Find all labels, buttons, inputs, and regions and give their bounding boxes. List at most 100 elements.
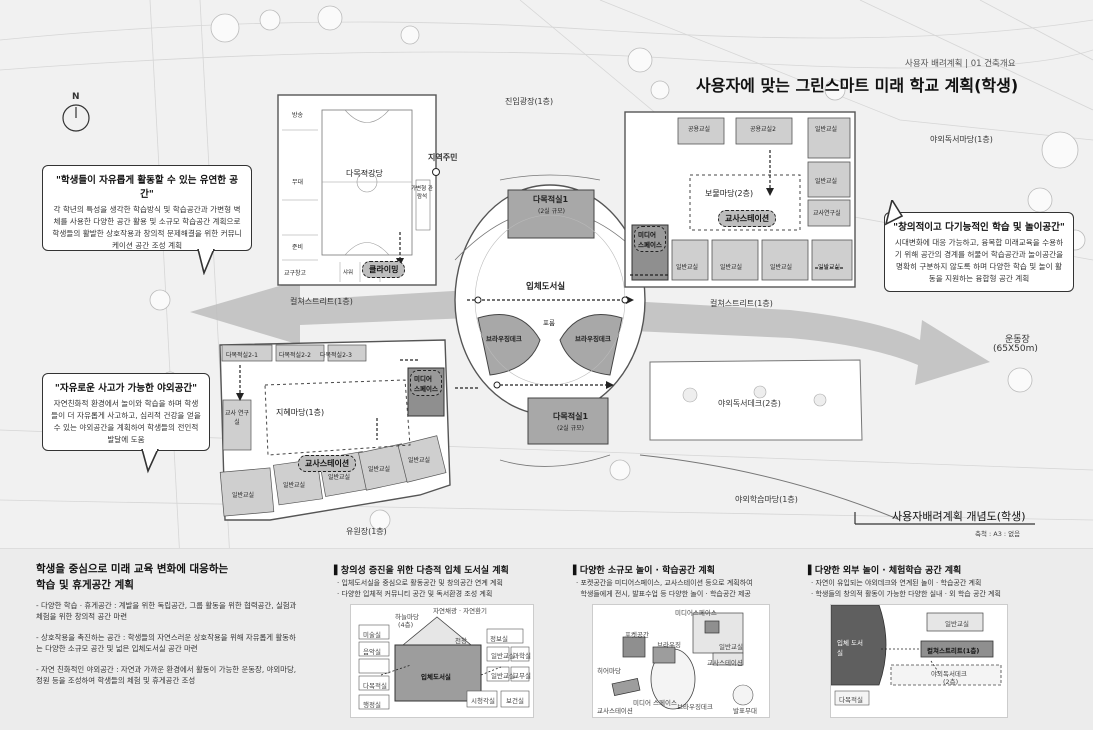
diagram-caption-title: 사용자배려계획 개념도(학생) [892,510,1026,523]
section1-line1: · 입체도서실을 중심으로 활동공간 및 창의공간 연계 계획 [337,579,503,587]
room-class-l4: 일반교실 [368,466,391,473]
room-broadcast: 방송 [292,112,304,119]
bubble-creative-title: "창의적이고 다기능적인 학습 및 놀이공간" [893,222,1065,233]
mini-library-svg [358,616,530,710]
mini2-teacher2: 교사스테이션 [597,707,633,715]
room-wisdom: 지혜마당(1층) [276,408,325,417]
bubble-creative-space: "창의적이고 다기능적인 학습 및 놀이공간" 시대변화에 대응 가능하고, 융… [884,212,1074,292]
room-browsing2: 브라우징데크 [575,335,611,343]
room-browsing1: 브라우징데크 [486,335,522,343]
mini1-sky: 하늘마당 [395,613,419,621]
mini1-multi: 다목적실 [363,682,387,690]
label-outdoor-deck: 야외독서데크(2층) [718,399,781,408]
mini1-class2: 일반교실 [491,672,515,680]
room-storage: 교구창고 [284,270,307,277]
bubble-outdoor-title: "자유로운 사고가 가능한 야외공간" [54,383,198,394]
bubble-flexible-title: "학생들이 자유롭게 활동할 수 있는 유연한 공간" [55,175,239,200]
room-class-r2: 일반교실 [720,264,743,271]
mini-diagram-outdoor: 입체 도서실 일반교실 컬쳐스트리트(1층) 야외독서데크 (2층) 다목적실 [830,604,1008,718]
bullet-1: - 다양한 학습 · 휴게공간 : 계발을 위한 독립공간, 그룹 활동을 위한… [36,600,298,622]
room-common1: 공용교실 [688,126,711,133]
section3-line1: · 자연이 유입되는 야외데크와 연계된 놀이 · 학습공간 계획 [811,579,982,587]
room-multi22: 다목적실2-2 [279,352,311,359]
mini-pocket-svg [611,612,754,710]
mini2-class: 일반교실 [719,643,743,651]
flow-arrow-left [190,280,470,345]
bullet-2-text: 상호작용을 촉진하는 공간 : 학생들의 자연스러운 상호작용을 위해 자유롭게… [36,633,296,653]
mini2-hall: 히어마당 [597,667,621,675]
mini3-street: 컬쳐스트리트(1층) [927,647,980,655]
mini1-sky-floor: (4층) [398,621,414,629]
bullet-3: - 자연 친화적인 야외공간 : 자연과 가까운 환경에서 활동이 가능한 운동… [36,664,298,686]
mini3-multi: 다목적실 [839,696,863,704]
bullet-2: - 상호작용을 촉진하는 공간 : 학생들의 자연스러운 상호작용을 위해 자유… [36,632,298,654]
room-common2: 공용교실2 [750,126,776,133]
page-title: 사용자에 맞는 그린스마트 미래 학교 계획(학생) [696,76,1019,95]
room-class-l5: 일반교실 [408,457,431,464]
diagram-caption-scale: 축척 : A3 : 없음 [975,530,1021,538]
section1-title-text: 창의성 증진을 위한 다층적 입체 도서실 계획 [340,566,509,576]
room-treasure: 보물마당(2층) [705,189,754,198]
label-entrance-plaza: 진입광장(1층) [505,97,554,106]
section1-title: ▌창의성 증진을 위한 다층적 입체 도서실 계획 [334,563,509,576]
bubble-creative-body: 시대변화에 대응 가능하고, 융복합 미래교육을 수용하기 위해 공간의 경계를… [894,238,1064,283]
label-culture-street-right: 컬쳐스트리트(1층) [710,299,773,308]
mini2-browsing: 브라우징 [657,641,681,649]
room-class-g2: 일반교실 [815,178,838,185]
mini2-browse2: 브라우징데크 [677,703,713,711]
bubble-flexible-tail [197,249,215,275]
room-forum: 포룸 [543,319,555,327]
section3-marker: ▌ [808,566,815,576]
room-variable: 가변형 관람석 [411,186,433,200]
section3-title-text: 다양한 외부 놀이 · 체험학습 공간 계획 [814,566,962,576]
room-prep: 준비 [292,244,304,251]
room-class-r1: 일반교실 [676,264,699,271]
label-kindergarten: 유원장(1층) [346,527,387,536]
flow-arrow-right [610,300,990,385]
bubble-outdoor-space: "자유로운 사고가 가능한 야외공간" 자연친화적 환경에서 놀이와 학습을 하… [42,373,210,451]
room-class-r3: 일반교실 [770,264,793,271]
mini-outdoor-svg [831,605,1002,706]
room-media-bottom: 미디어 스페이스 [410,370,442,396]
room-teacher-lab: 교사 연구실 [225,410,249,426]
mini1-sci: 과학실 [513,652,531,660]
section2-title-text: 다양한 소규모 놀이 · 학습공간 계획 [579,566,715,576]
section1-marker: ▌ [334,566,341,576]
bullet-1-text: 다양한 학습 · 휴게공간 : 계발을 위한 독립공간, 그룹 활동을 위한 협… [36,601,297,621]
breadcrumb: 사용자 배려계획 | 01 건축개요 [905,59,1016,69]
room-multi-lower: 다목적실1 [553,412,589,421]
mini2-media2: 미디어 스페이스 [633,699,677,707]
bubble-outdoor-tail [141,449,159,474]
room-multi1: 다목적실1 [533,195,569,204]
section2-marker: ▌ [573,566,580,576]
room-class-l3: 일반교실 [328,474,351,481]
section2-title: ▌다양한 소규모 놀이 · 학습공간 계획 [573,563,715,576]
room-library: 입체도서실 [526,282,566,292]
room-multi23: 다목적실2-3 [320,352,352,359]
mini3-lib: 입체 도서실 [837,639,863,657]
mini-diagram-pocket: 미디어스페이스 포켓공간 교사스테이션 브라우징 일반교실 히어마당 미디어 스… [592,604,770,718]
label-culture-street-left: 컬쳐스트리트(1층) [290,297,353,306]
mini1-light: 자연채광 · 자연환기 [433,607,488,615]
room-locker1: 샤워 [343,270,354,276]
bottom-heading-line1: 학생을 중심으로 미래 교육 변화에 대응하는 [36,563,229,575]
mini2-teacher: 교사스테이션 [707,659,743,667]
bubble-outdoor-body: 자연친화적 환경에서 놀이와 학습을 하며 학생들이 더 자유롭게 사고하고, … [51,399,201,444]
mini1-office: 교무실 [513,672,531,680]
label-playground-size: (65X50m) [993,344,1038,354]
label-playground: 운동장 [1005,335,1030,345]
label-outdoor-reading: 야외독서마당(1층) [930,135,993,144]
mini3-class: 일반교실 [945,620,969,628]
mini1-ceiling: 천창 [455,637,467,645]
mini1-exp: 시청각실 [471,697,495,705]
mini3-deck-floor: (2층) [943,678,959,686]
room-stage: 무대 [292,179,304,186]
section3-title: ▌다양한 외부 놀이 · 체험학습 공간 계획 [808,563,961,576]
mini1-class1: 일반교실 [491,652,515,660]
mini1-health: 보건실 [506,697,524,705]
bottom-heading-line2: 학습 및 휴게공간 계획 [36,579,134,591]
mini1-art: 미술실 [363,631,381,639]
room-teacher-station-right: 교사스테이션 [718,210,777,227]
room-gym: 다목적강당 [346,169,383,178]
